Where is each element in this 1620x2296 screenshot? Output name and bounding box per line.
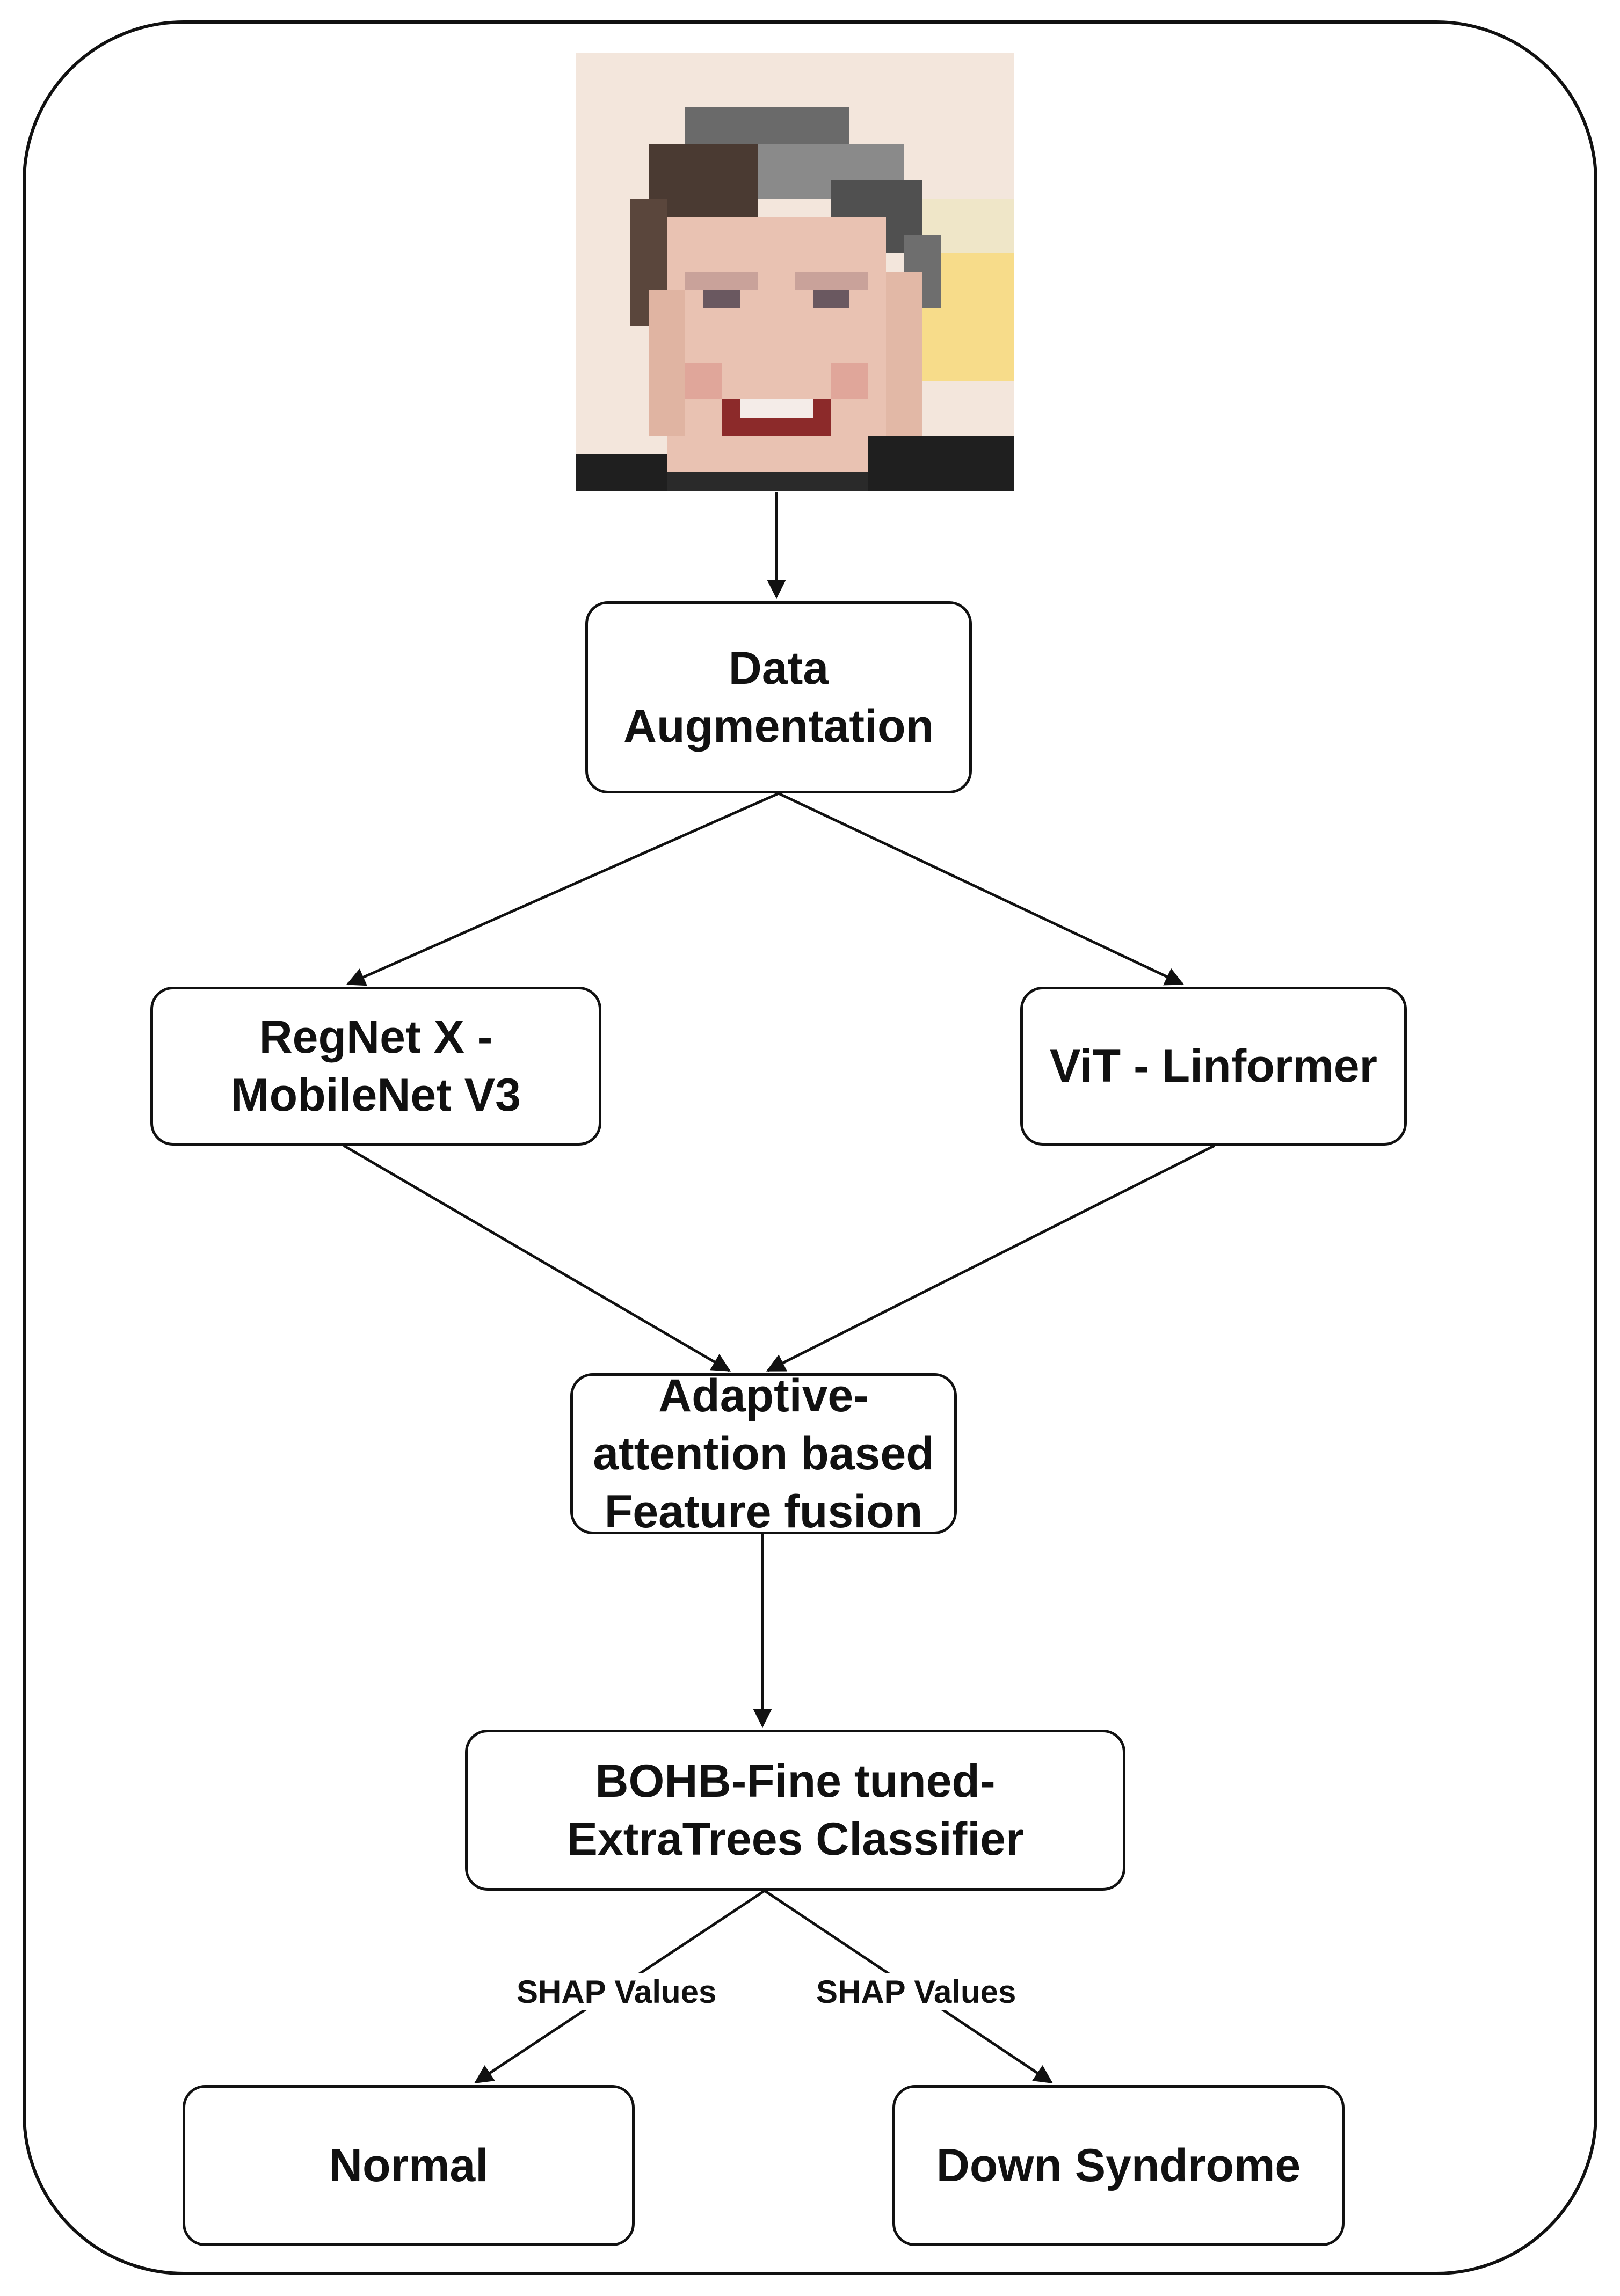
- feature-fusion-node: Adaptive- attention based Feature fusion: [570, 1370, 957, 1537]
- data-augmentation-node: Data Augmentation: [585, 601, 972, 793]
- edge-augmentation-to-vit: [778, 792, 1185, 986]
- down-syndrome-label: Down Syndrome: [936, 2140, 1301, 2191]
- regnet-mobilenet-label: RegNet X - MobileNet V3: [231, 1011, 521, 1121]
- vit-linformer-label: ViT - Linformer: [1049, 1040, 1378, 1092]
- edge-augmentation-to-regnet: [346, 792, 780, 986]
- input-image: [576, 53, 1014, 491]
- vit-linformer-node: ViT - Linformer: [1020, 987, 1407, 1146]
- classifier-label: BOHB-Fine tuned- ExtraTrees Classifier: [566, 1755, 1024, 1865]
- edge-vit-to-fusion: [766, 1144, 1216, 1372]
- edge-regnet-to-fusion: [343, 1144, 731, 1372]
- classifier-node: BOHB-Fine tuned- ExtraTrees Classifier: [465, 1730, 1125, 1891]
- normal-label: Normal: [329, 2140, 489, 2191]
- data-augmentation-label: Data Augmentation: [623, 643, 934, 752]
- down-syndrome-node: Down Syndrome: [892, 2085, 1345, 2246]
- shap-values-label-right: SHAP Values: [816, 1973, 1016, 2010]
- regnet-mobilenet-node: RegNet X - MobileNet V3: [150, 987, 601, 1146]
- diagram-frame: [23, 20, 1597, 2275]
- feature-fusion-label: Adaptive- attention based Feature fusion: [593, 1370, 934, 1537]
- normal-node: Normal: [183, 2085, 635, 2246]
- shap-values-label-left: SHAP Values: [517, 1973, 717, 2010]
